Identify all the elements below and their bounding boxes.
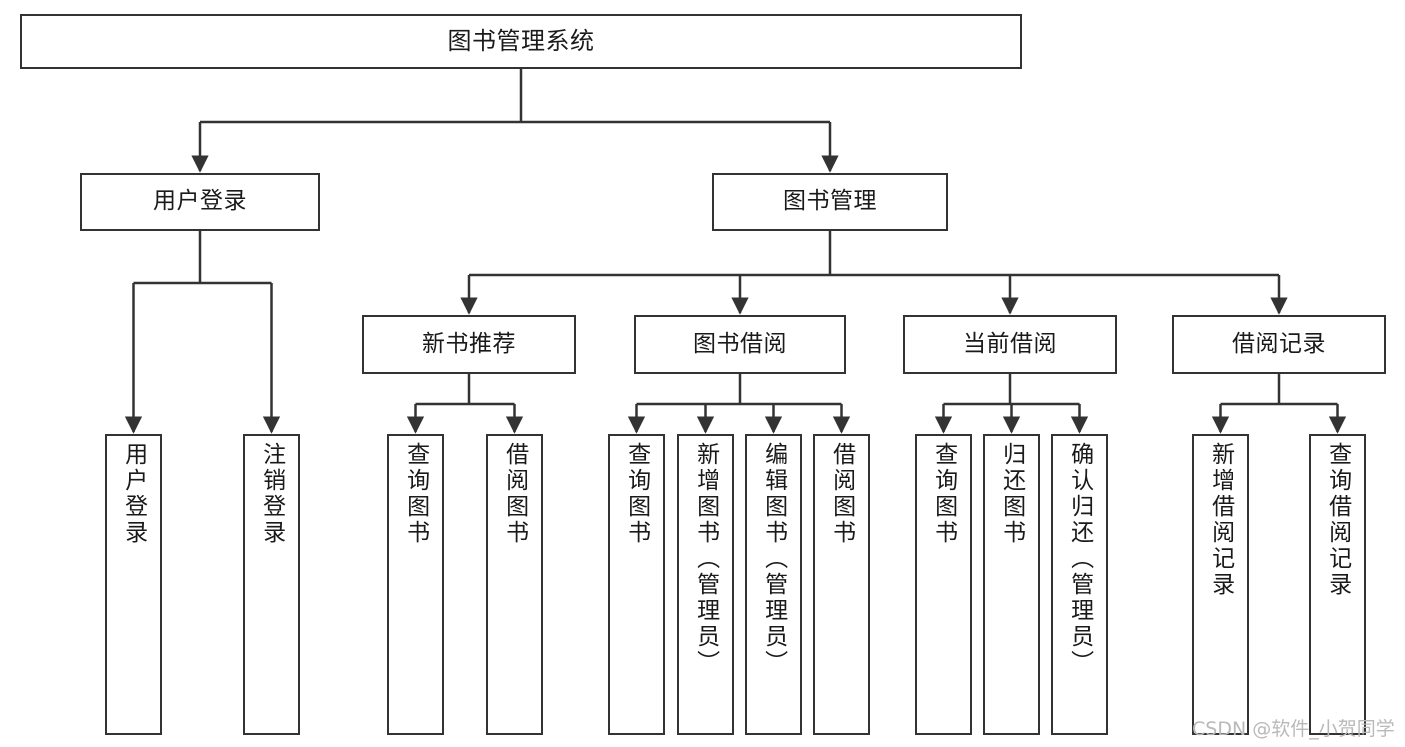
node-label-leaf-edit-book: 编辑图书（管理员） <box>760 442 787 676</box>
node-label-leaf-add-book: 新增图书（管理员） <box>692 442 719 676</box>
node-borrow-record[interactable]: 借阅记录 <box>1172 315 1386 374</box>
node-label-leaf-query-record: 查询借阅记录 <box>1324 442 1351 598</box>
node-current-borrow[interactable]: 当前借阅 <box>903 315 1117 374</box>
node-label-book-borrow: 图书借阅 <box>693 330 787 357</box>
node-label-borrow-record: 借阅记录 <box>1232 330 1326 357</box>
node-leaf-query-record[interactable]: 查询借阅记录 <box>1309 434 1366 735</box>
node-leaf-query-book-3[interactable]: 查询图书 <box>915 434 972 735</box>
node-book-borrow[interactable]: 图书借阅 <box>634 315 846 374</box>
node-label-leaf-user-login: 用户登录 <box>120 442 147 546</box>
node-label-book-manage: 图书管理 <box>783 188 877 215</box>
node-label-leaf-confirm-return: 确认归还（管理员） <box>1066 442 1093 676</box>
node-label-new-book-rec: 新书推荐 <box>422 330 516 357</box>
node-label-leaf-return-book: 归还图书 <box>998 442 1025 546</box>
node-label-leaf-query-book-2: 查询图书 <box>623 442 650 546</box>
node-leaf-add-record[interactable]: 新增借阅记录 <box>1192 434 1249 735</box>
node-label-leaf-borrow-book-1: 借阅图书 <box>501 442 528 546</box>
node-leaf-logout[interactable]: 注销登录 <box>243 434 300 735</box>
node-leaf-borrow-book-1[interactable]: 借阅图书 <box>486 434 543 735</box>
node-label-leaf-add-record: 新增借阅记录 <box>1207 442 1234 598</box>
node-leaf-confirm-return[interactable]: 确认归还（管理员） <box>1051 434 1108 735</box>
node-label-current-borrow: 当前借阅 <box>963 330 1057 357</box>
node-new-book-rec[interactable]: 新书推荐 <box>362 315 576 374</box>
node-label-root: 图书管理系统 <box>447 27 595 56</box>
node-label-leaf-query-book-1: 查询图书 <box>402 442 429 546</box>
node-leaf-borrow-book-2[interactable]: 借阅图书 <box>813 434 870 735</box>
csdn-watermark: CSDN @软件_小贺同学 <box>1192 718 1395 740</box>
node-leaf-query-book-1[interactable]: 查询图书 <box>387 434 444 735</box>
node-label-leaf-borrow-book-2: 借阅图书 <box>828 442 855 546</box>
node-leaf-query-book-2[interactable]: 查询图书 <box>608 434 665 735</box>
node-book-manage[interactable]: 图书管理 <box>712 173 948 231</box>
node-root[interactable]: 图书管理系统 <box>20 14 1022 69</box>
node-leaf-return-book[interactable]: 归还图书 <box>983 434 1040 735</box>
node-label-leaf-query-book-3: 查询图书 <box>930 442 957 546</box>
node-label-leaf-logout: 注销登录 <box>258 442 285 546</box>
node-label-user-login: 用户登录 <box>153 188 247 215</box>
node-leaf-user-login[interactable]: 用户登录 <box>105 434 162 735</box>
node-leaf-add-book[interactable]: 新增图书（管理员） <box>677 434 734 735</box>
node-leaf-edit-book[interactable]: 编辑图书（管理员） <box>745 434 802 735</box>
node-user-login[interactable]: 用户登录 <box>80 173 320 231</box>
